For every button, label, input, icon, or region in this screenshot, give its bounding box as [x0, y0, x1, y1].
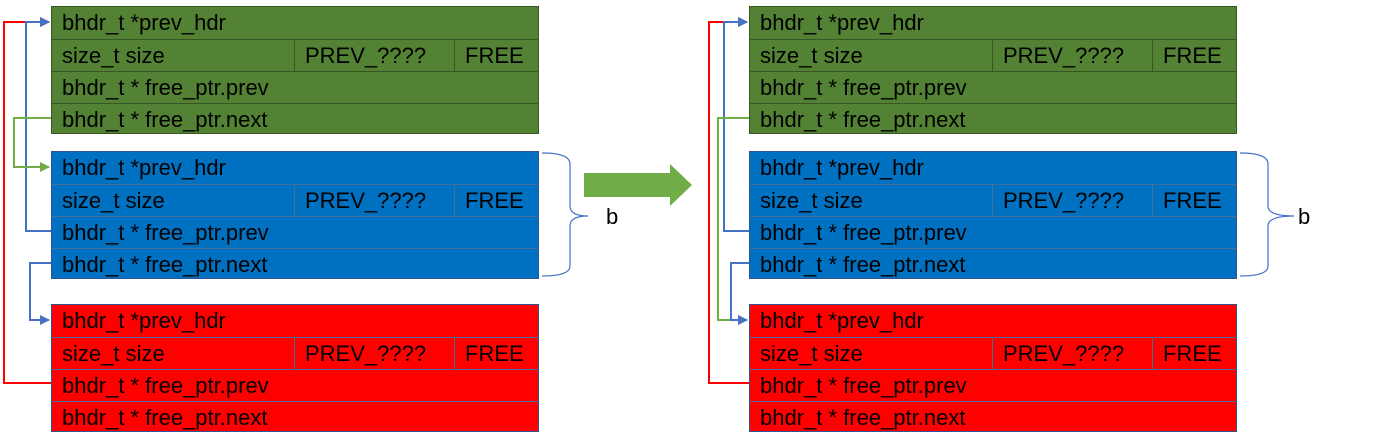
field-free-prev: bhdr_t * free_ptr.prev: [750, 216, 1236, 248]
field-free-next: bhdr_t * free_ptr.next: [750, 248, 1236, 280]
left-green-block: bhdr_t *prev_hdr size_t size PREV_???? F…: [51, 6, 539, 134]
field-prev-hdr: bhdr_t *prev_hdr: [62, 308, 226, 333]
transition-arrow: [584, 164, 692, 206]
field-free-next: bhdr_t * free_ptr.next: [52, 248, 538, 280]
field-free-prev: bhdr_t * free_ptr.prev: [750, 369, 1236, 401]
field-size: size_t size PREV_???? FREE: [52, 184, 538, 216]
flag-prev: PREV_????: [294, 338, 454, 369]
field-free-next: bhdr_t * free_ptr.next: [750, 401, 1236, 433]
field-prev-hdr: bhdr_t *prev_hdr: [760, 155, 924, 180]
field-free-prev: bhdr_t * free_ptr.prev: [750, 71, 1236, 103]
flag-free: FREE: [454, 40, 540, 71]
right-green-block: bhdr_t *prev_hdr size_t size PREV_???? F…: [749, 6, 1237, 134]
left-blue-prev-arrow: [25, 17, 51, 232]
flag-free: FREE: [1152, 185, 1238, 216]
right-blue-block: bhdr_t *prev_hdr size_t size PREV_???? F…: [749, 151, 1237, 279]
field-size: size_t size PREV_???? FREE: [750, 39, 1236, 71]
left-red-prev-arrow: [3, 17, 51, 384]
flag-prev: PREV_????: [294, 185, 454, 216]
field-prev-hdr: bhdr_t *prev_hdr: [62, 155, 226, 180]
left-blue-block: bhdr_t *prev_hdr size_t size PREV_???? F…: [51, 151, 539, 279]
flag-prev: PREV_????: [992, 40, 1152, 71]
right-red-block: bhdr_t *prev_hdr size_t size PREV_???? F…: [749, 304, 1237, 432]
brace-label-left: b: [606, 204, 619, 229]
right-red-prev-arrow: [708, 17, 749, 384]
flag-prev: PREV_????: [992, 185, 1152, 216]
field-size: size_t size PREV_???? FREE: [750, 184, 1236, 216]
field-size: size_t size PREV_???? FREE: [52, 39, 538, 71]
field-free-next: bhdr_t * free_ptr.next: [750, 103, 1236, 135]
brace-left: [541, 152, 589, 277]
brace-right: [1239, 152, 1295, 277]
field-size: size_t size PREV_???? FREE: [52, 337, 538, 369]
flag-free: FREE: [454, 185, 540, 216]
field-free-next: bhdr_t * free_ptr.next: [52, 401, 538, 433]
left-blue-next-arrow: [29, 262, 51, 325]
left-red-block: bhdr_t *prev_hdr size_t size PREV_???? F…: [51, 304, 539, 432]
field-free-prev: bhdr_t * free_ptr.prev: [52, 216, 538, 248]
left-green-next-arrow: [13, 117, 51, 172]
field-size: size_t size PREV_???? FREE: [750, 337, 1236, 369]
flag-free: FREE: [454, 338, 540, 369]
flag-free: FREE: [1152, 40, 1238, 71]
right-green-next-arrow: [717, 117, 749, 325]
right-blue-next-arrow: [730, 262, 749, 325]
field-free-prev: bhdr_t * free_ptr.prev: [52, 71, 538, 103]
field-prev-hdr: bhdr_t *prev_hdr: [62, 10, 226, 35]
right-blue-prev-arrow: [723, 17, 749, 232]
flag-prev: PREV_????: [992, 338, 1152, 369]
flag-prev: PREV_????: [294, 40, 454, 71]
field-free-next: bhdr_t * free_ptr.next: [52, 103, 538, 135]
flag-free: FREE: [1152, 338, 1238, 369]
field-prev-hdr: bhdr_t *prev_hdr: [760, 10, 924, 35]
field-free-prev: bhdr_t * free_ptr.prev: [52, 369, 538, 401]
brace-label-right: b: [1298, 204, 1311, 229]
field-prev-hdr: bhdr_t *prev_hdr: [760, 308, 924, 333]
